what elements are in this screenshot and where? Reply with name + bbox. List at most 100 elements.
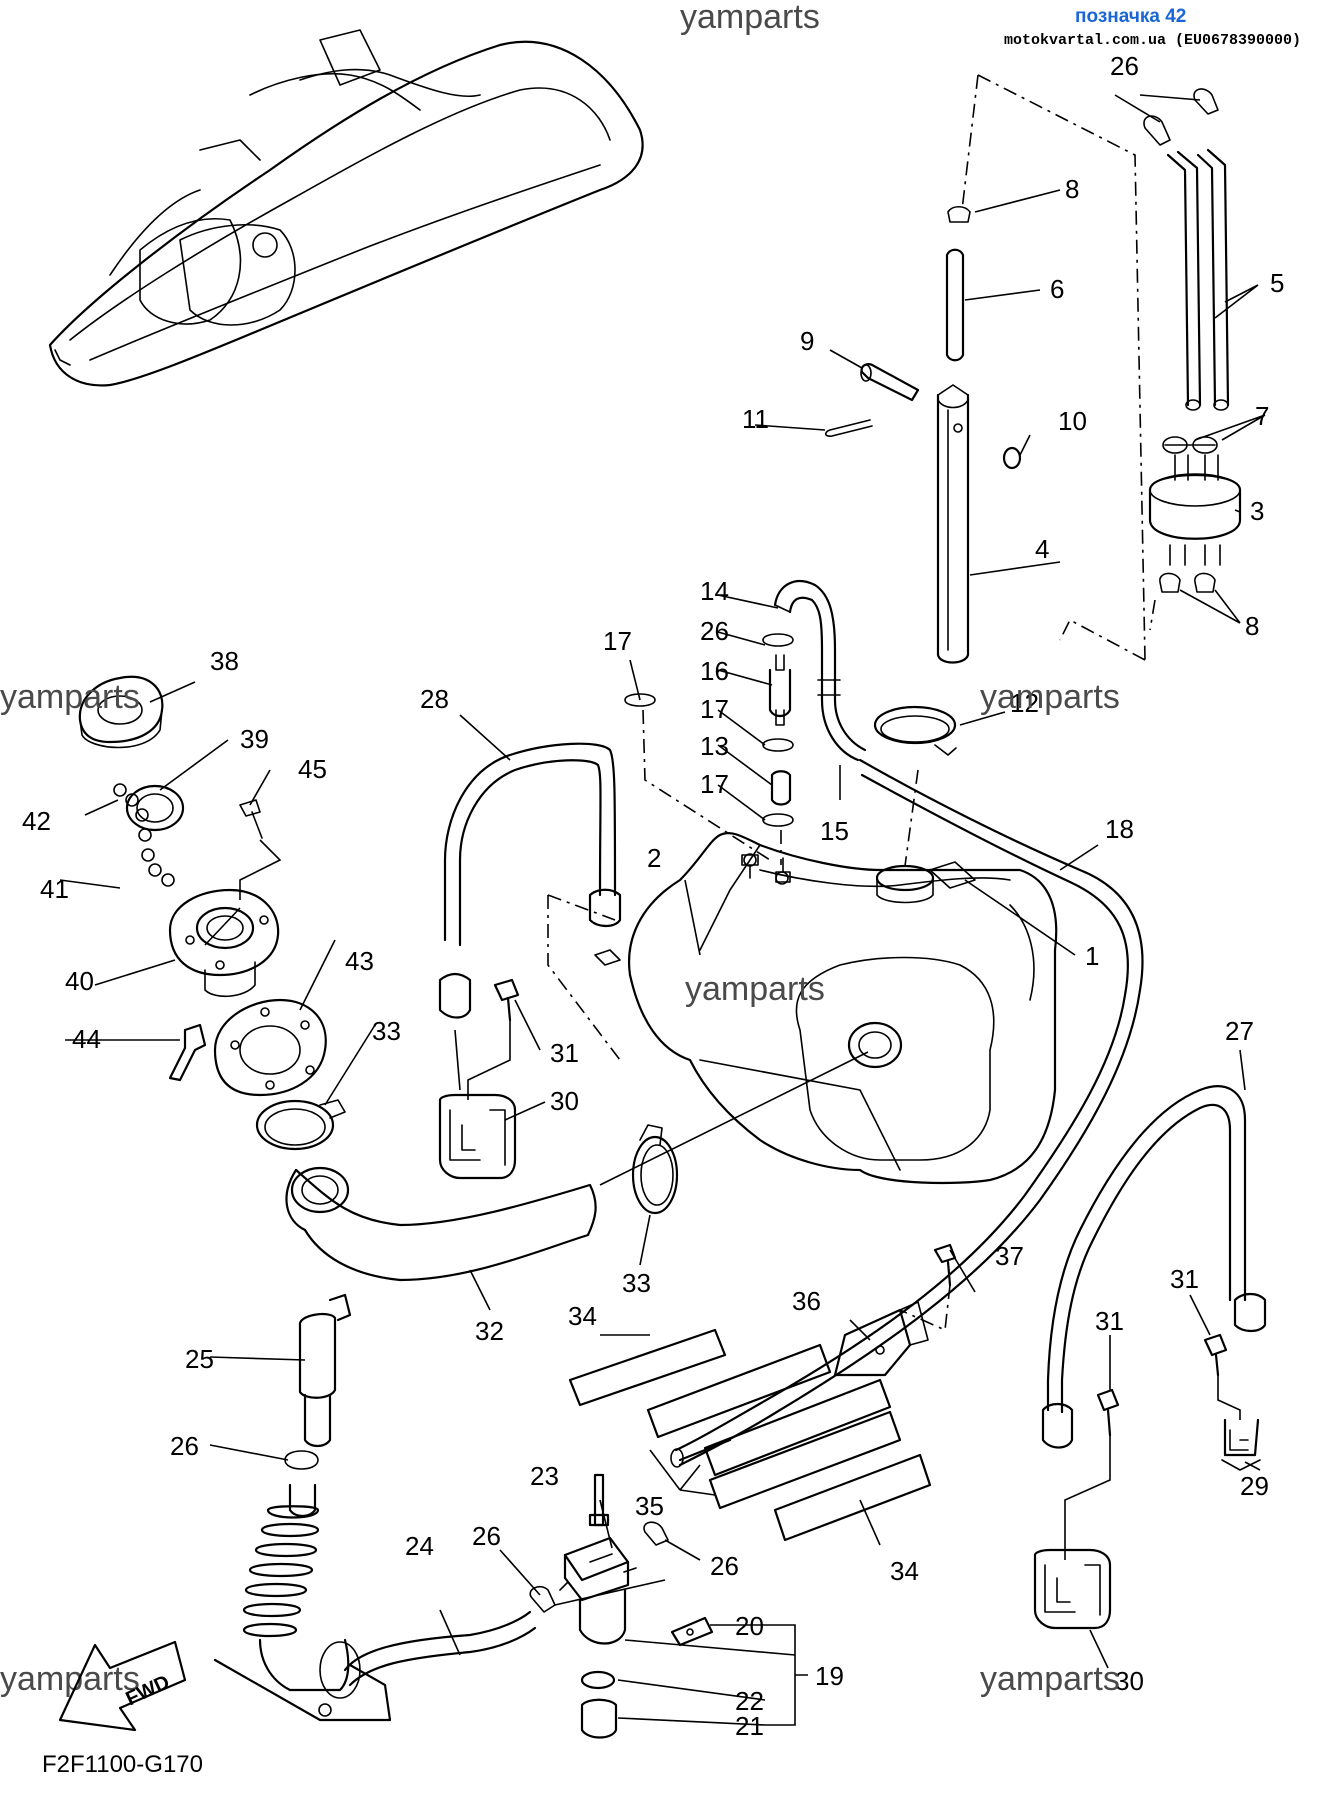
callout-11: 11 [742,404,769,434]
callout-39: 39 [240,724,269,754]
pin-9 [860,363,920,402]
callout-27: 27 [1225,1016,1254,1046]
vent-hoses [1166,148,1230,411]
callout-13: 13 [700,731,729,761]
callout-30-right: 30 [1115,1666,1144,1696]
callout-29: 29 [1240,1471,1269,1501]
callout-labels: 1 2 3 4 5 6 7 8 8 9 10 11 12 13 14 15 16… [22,51,1284,1741]
float-rod [945,248,965,362]
callout-17-b: 17 [700,694,729,724]
callout-26-strainer: 26 [170,1431,199,1461]
clamp-33-right [631,1124,679,1215]
callout-40: 40 [65,966,94,996]
clamp-26-left [284,1450,319,1470]
watermark-bottom-right: yamparts [980,1660,1120,1698]
site-reference: motokvartal.com.ua (EU0678390000) [1004,32,1301,49]
callout-17-c: 17 [700,769,729,799]
washer-10 [1002,446,1022,470]
callout-44: 44 [72,1024,101,1054]
callout-20: 20 [735,1611,764,1641]
bolt-31-left [493,978,520,1022]
callout-15: 15 [820,816,849,846]
callout-36: 36 [792,1286,821,1316]
bracket-29 [1221,1418,1261,1471]
hose-13 [770,770,792,806]
screws-top [741,854,791,883]
clamp-26-right [643,1521,669,1546]
bracket-30-left [438,1093,517,1180]
bracket-20 [670,1616,714,1647]
filler-cap [78,675,164,749]
pads-35 [646,1343,902,1510]
clamps-26-top [1143,88,1219,146]
callout-5: 5 [1270,268,1284,298]
fuel-tank [628,831,1058,1185]
watermark-left: yamparts [0,678,140,716]
fuel-filter-19 [559,1536,637,1645]
fuel-sender-tube [936,384,970,664]
callout-3: 3 [1250,496,1264,526]
callout-30-left: 30 [550,1086,579,1116]
bolt-31-mid [1096,1388,1120,1437]
callout-32: 32 [475,1316,504,1346]
fuel-strainer-25 [298,1293,352,1448]
hose-stub [678,1438,732,1462]
clamps-17-26 [624,633,794,827]
callout-6: 6 [1050,274,1064,304]
filler-neck-40 [168,888,280,998]
watermark-bottom-left: yamparts [0,1660,140,1698]
check-valve [1148,454,1242,566]
callout-25: 25 [185,1344,214,1374]
bolt-31-right [1203,1333,1228,1377]
callout-10: 10 [1058,406,1087,436]
callout-33-right: 33 [622,1268,651,1298]
callout-31-mid: 31 [1095,1306,1124,1336]
pad-34-top [568,1328,727,1407]
watermark-top: yamparts [680,0,820,36]
bracket-30-right [1033,1548,1112,1630]
callout-8-bottom: 8 [1245,611,1259,641]
callout-24: 24 [405,1531,434,1561]
clip-8-top [947,205,971,223]
cup-21 [580,1698,618,1739]
diagram-code: F2F1100-G170 [42,1751,203,1778]
bolt-44 [168,1023,207,1082]
vent-hose-14 [773,579,867,762]
screw-45 [239,799,263,839]
clips-8-bottom [1159,572,1216,593]
callout-14: 14 [700,576,729,606]
callout-38: 38 [210,646,239,676]
callout-18: 18 [1105,814,1134,844]
clamp-12 [873,705,957,756]
callout-31-left: 31 [550,1038,579,1068]
watermark-right: yamparts [980,678,1120,716]
callout-37: 37 [995,1241,1024,1271]
callout-45: 45 [298,754,327,784]
bolt-23 [588,1473,610,1527]
bracket-36 [833,1301,929,1377]
callout-28: 28 [420,684,449,714]
callout-4: 4 [1035,534,1049,564]
callout-2: 2 [647,843,661,873]
o-ring-22 [580,1670,616,1690]
boot-bellows [242,1483,320,1638]
callout-41: 41 [40,874,69,904]
band-27 [1041,1085,1267,1449]
joint-16 [768,654,792,726]
filler-hose-32 [285,1166,597,1282]
callout-35: 35 [635,1491,664,1521]
callout-42: 42 [22,806,51,836]
callout-22: 22 [735,1686,764,1716]
callout-23: 23 [530,1461,559,1491]
reference-link[interactable]: позначка 42 [1075,6,1186,27]
callout-26-hose: 26 [700,616,729,646]
pad-34-bottom [773,1453,932,1542]
clamp-26-mid [529,1585,556,1613]
callout-31-right: 31 [1170,1264,1199,1294]
callout-9: 9 [800,326,814,356]
callout-8-top: 8 [1065,174,1079,204]
vent-hose-18 [670,758,1144,1468]
callout-21: 21 [735,1711,764,1741]
